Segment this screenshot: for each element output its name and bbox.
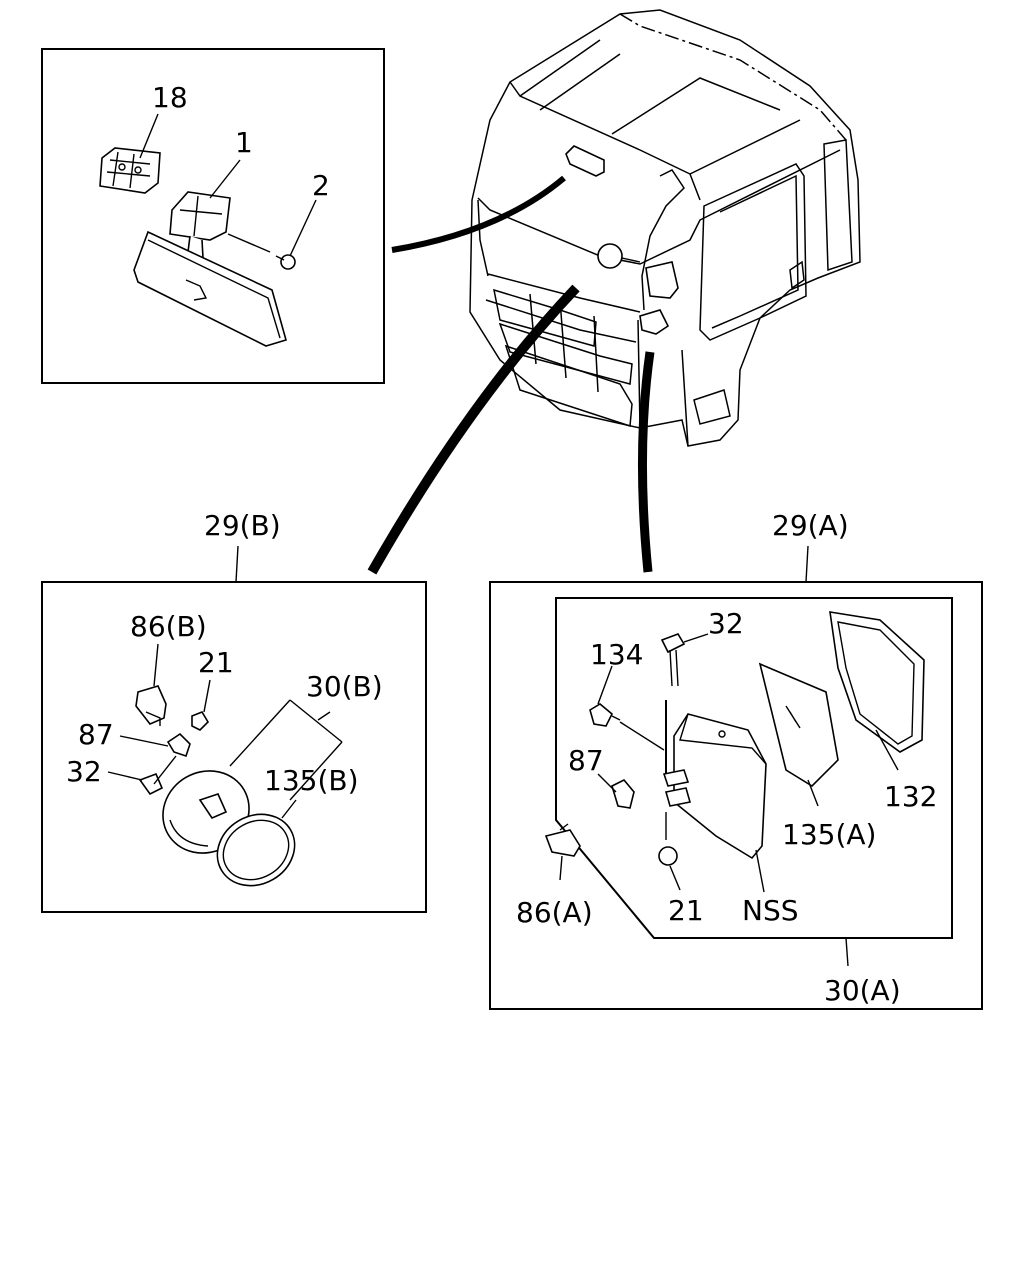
label-32a: 32 bbox=[708, 607, 744, 640]
label-134: 134 bbox=[590, 638, 643, 671]
group-29b: 29(B) 86(B) 21 30(B) 87 32 135(B) bbox=[41, 509, 427, 913]
label-87a: 87 bbox=[568, 744, 604, 777]
label-21a: 21 bbox=[668, 894, 704, 927]
mirror-body bbox=[133, 230, 287, 347]
group-29b-frame bbox=[41, 581, 427, 913]
label-86b: 86(B) bbox=[130, 610, 207, 643]
label-86a: 86(A) bbox=[516, 896, 593, 929]
group-30a-subframe bbox=[555, 597, 953, 939]
label-132: 132 bbox=[884, 780, 937, 813]
label-29b: 29(B) bbox=[204, 509, 281, 542]
inset-interior-mirror: 18 1 2 bbox=[41, 48, 385, 384]
part-2-screw bbox=[227, 233, 296, 270]
group-29a-frame bbox=[489, 581, 983, 1010]
label-nss: NSS bbox=[742, 894, 799, 927]
label-30a: 30(A) bbox=[824, 974, 901, 1007]
label-1: 1 bbox=[235, 126, 253, 159]
label-32b: 32 bbox=[66, 755, 102, 788]
label-30b: 30(B) bbox=[306, 670, 383, 703]
label-135b: 135(B) bbox=[264, 764, 359, 797]
part-18-pad bbox=[99, 147, 161, 194]
label-29a: 29(A) bbox=[772, 509, 849, 542]
label-87b: 87 bbox=[78, 718, 114, 751]
callout-pointers bbox=[367, 175, 655, 575]
label-21b: 21 bbox=[198, 646, 234, 679]
truck-cab bbox=[469, 9, 861, 447]
group-29a: 29(A) bbox=[489, 509, 983, 1010]
inset-frame bbox=[41, 48, 385, 384]
label-18: 18 bbox=[152, 81, 188, 114]
label-135a: 135(A) bbox=[782, 818, 876, 851]
label-2: 2 bbox=[312, 169, 330, 202]
